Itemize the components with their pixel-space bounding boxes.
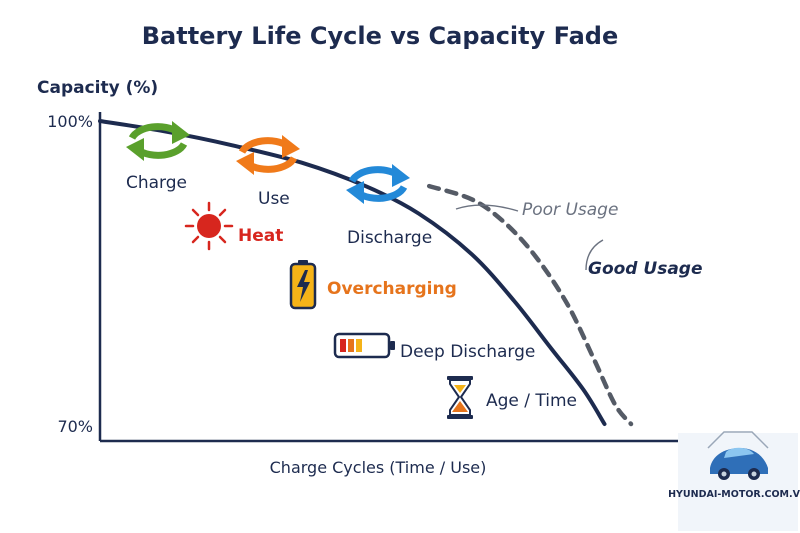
watermark: HYUNDAI-MOTOR.COM.VN xyxy=(668,431,800,531)
cycle-arrows-icon xyxy=(236,135,300,175)
annotation-discharge: Discharge xyxy=(347,228,432,248)
series-line-good-usage xyxy=(426,183,634,427)
annotation-overcharging: Overcharging xyxy=(327,279,457,299)
cycle-arrows-icon xyxy=(346,164,410,204)
annotation-heat: Heat xyxy=(238,226,283,246)
cycle-arrows-icon xyxy=(126,121,190,161)
watermark-text: HYUNDAI-MOTOR.COM.VN xyxy=(668,489,800,500)
good-usage-pointer xyxy=(585,239,604,271)
series-label-poor-usage: Poor Usage xyxy=(522,200,618,220)
low-battery-icon xyxy=(333,332,395,359)
chart-title: Battery Life Cycle vs Capacity Fade xyxy=(142,22,619,50)
annotation-deep-discharge: Deep Discharge xyxy=(400,342,535,362)
annotation-charge: Charge xyxy=(126,173,187,193)
series-line-poor-usage xyxy=(98,119,607,426)
annotation-age-time: Age / Time xyxy=(486,391,577,411)
battery-bolt-icon xyxy=(289,260,317,310)
x-axis-label: Charge Cycles (Time / Use) xyxy=(270,458,487,477)
y-ticks: 100% 70% xyxy=(47,112,93,436)
annotation-use: Use xyxy=(258,189,290,209)
y-axis-label: Capacity (%) xyxy=(37,78,158,98)
sun-icon xyxy=(184,201,234,251)
y-tick-label: 70% xyxy=(57,417,93,436)
series-layer xyxy=(98,119,634,427)
poor-usage-pointer xyxy=(455,204,519,212)
car-logo-icon xyxy=(707,431,769,480)
hourglass-icon xyxy=(447,376,473,419)
series-label-good-usage: Good Usage xyxy=(588,259,703,279)
y-tick-label: 100% xyxy=(47,112,93,131)
